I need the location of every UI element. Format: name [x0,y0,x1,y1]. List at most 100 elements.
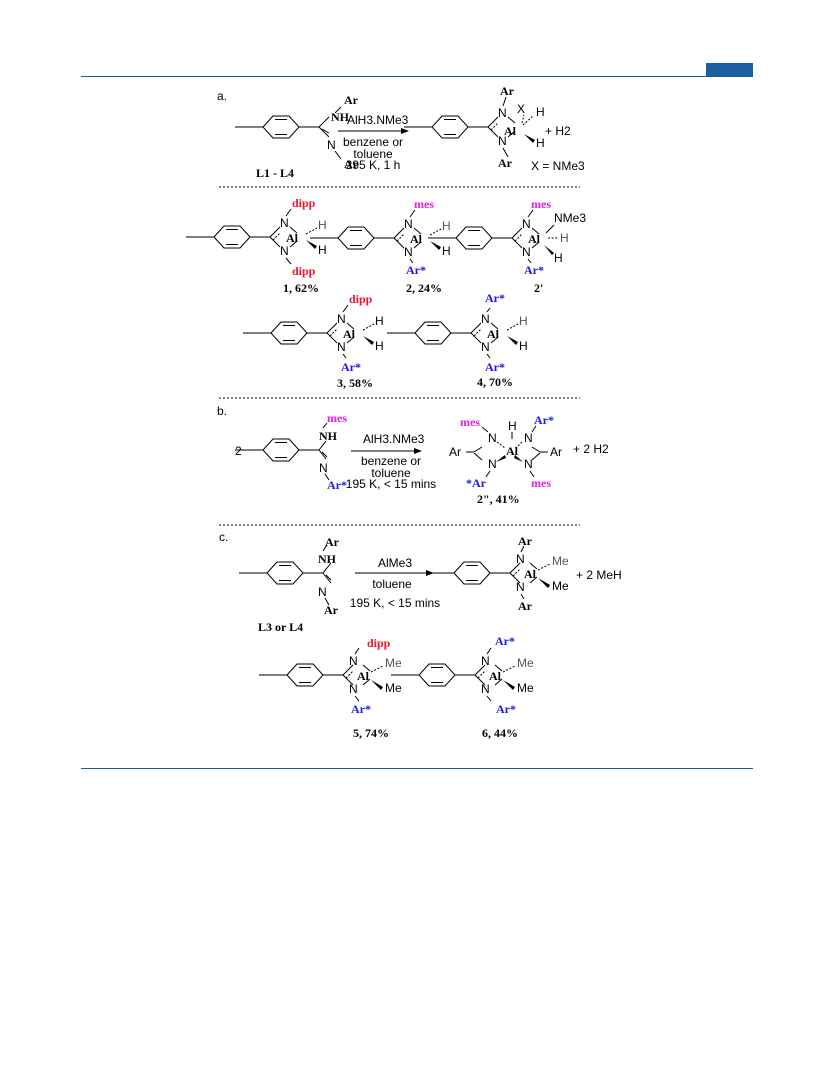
svg-text:Me: Me [385,681,402,695]
svg-text:H: H [318,218,327,232]
svg-text:N: N [516,580,525,594]
svg-text:Al: Al [286,231,299,245]
svg-text:Ar*: Ar* [406,263,426,277]
svg-text:H: H [536,136,545,150]
svg-text:N: N [404,245,413,259]
byproduct-a: + H2 [545,124,571,138]
ligand-label-a: L1 - L4 [256,166,294,180]
svg-text:Me: Me [385,656,402,670]
svg-text:Al: Al [506,444,519,458]
svg-text:N: N [280,244,289,258]
svg-text:N: N [481,312,490,326]
product-3: N N dipp Ar* Al H H [242,292,384,374]
svg-text:Ar*: Ar* [485,291,505,305]
svg-text:Ar: Ar [324,603,339,617]
product-1-label: 1, 62% [283,281,319,295]
stoich-b: 2 [235,444,242,458]
svg-text:Ar: Ar [518,534,533,548]
product-2-label: 2, 24% [406,281,442,295]
svg-text:Me: Me [517,656,534,670]
svg-text:Ar: Ar [449,445,461,459]
reagent-b: AlH3.NMe3 [363,432,425,446]
svg-text:N: N [481,654,490,668]
product-2-double-prime: Al H N N Ar mes *Ar N N Ar Ar* mes [449,413,562,490]
svg-text:Ar*: Ar* [524,263,544,277]
svg-text:Ar*: Ar* [496,702,516,716]
svg-text:H: H [560,231,569,245]
svg-text:Me: Me [552,554,569,568]
svg-text:Ar: Ar [550,445,562,459]
product-1: N N dipp dipp Al H H [185,196,327,278]
byproduct-c: + 2 MeH [576,568,622,582]
svg-text:Al: Al [489,669,502,683]
svg-text:N: N [318,585,327,599]
svg-text:Ar*: Ar* [485,360,505,374]
svg-text:Al: Al [357,669,370,683]
svg-text:dipp: dipp [367,636,391,650]
reagent-a: AlH3.NMe3 [347,113,409,127]
byproduct-b: + 2 H2 [573,442,609,456]
svg-text:dipp: dipp [292,196,316,210]
svg-text:Ar: Ar [344,93,359,107]
svg-text:N: N [337,340,346,354]
svg-text:N: N [327,138,336,152]
product-5: N N dipp Ar* Al Me Me [258,636,402,716]
svg-text:N: N [319,461,328,475]
svg-text:N: N [522,217,531,231]
product-4: N N Ar* Ar* Al H H [386,291,528,374]
product-5-label: 5, 74% [353,726,389,740]
solvent-b-1: benzene or [361,454,421,468]
product-6-label: 6, 44% [482,726,518,740]
panel-label-a: a. [217,89,227,103]
svg-text:Ar: Ar [518,599,533,613]
panel-label-b: b. [217,404,227,418]
svg-text:Me: Me [517,681,534,695]
svg-text:H: H [442,219,451,233]
svg-text:Ar*: Ar* [327,478,347,492]
svg-text:mes: mes [531,476,551,490]
svg-text:Al: Al [524,567,537,581]
product-c-general: N N Ar Ar Al Me Me [425,534,569,613]
svg-text:NMe3: NMe3 [554,211,586,225]
svg-text:mes: mes [327,411,347,425]
conditions-a: 295 K, 1 h [346,158,401,172]
product-3-label: 3, 58% [337,376,373,390]
svg-text:Al: Al [343,327,356,341]
ligand-a: NH Ar N Ar [234,93,359,171]
svg-text:N: N [349,654,358,668]
conditions-b: 195 K, < 15 mins [346,477,436,491]
svg-text:N: N [488,457,497,471]
svg-text:*Ar: *Ar [466,476,487,490]
svg-text:N: N [404,217,413,231]
svg-text:Ar*: Ar* [534,413,554,427]
reagent-c: AlMe3 [378,556,412,570]
svg-text:NH: NH [331,110,350,124]
svg-text:Ar: Ar [344,157,359,171]
header-accent-block [706,63,753,77]
svg-text:NH: NH [318,552,337,566]
ligand-b: NH 2", 41% mes N Ar* [234,411,347,492]
svg-text:H: H [519,314,528,328]
svg-text:N: N [524,431,533,445]
product-a-general: N N Ar Ar Al H X H [403,84,545,170]
solvent-a-2: toluene [353,147,393,161]
svg-text:N: N [481,340,490,354]
product-2-double-prime-label: 2", 41% [477,492,520,506]
svg-text:mes: mes [414,197,434,211]
panel-label-c: c. [219,530,228,544]
solvent-b-2: toluene [371,466,411,480]
svg-text:mes: mes [460,415,480,429]
svg-text:Al: Al [528,232,541,246]
conditions-c: 195 K, < 15 mins [350,596,440,610]
svg-text:N: N [498,134,507,148]
svg-text:Ar: Ar [325,535,340,549]
svg-text:N: N [522,245,531,259]
svg-text:H: H [508,419,517,433]
svg-text:N: N [280,216,289,230]
svg-text:dipp: dipp [349,292,373,306]
svg-text:Ar*: Ar* [495,634,515,648]
svg-text:H: H [519,339,528,353]
svg-text:Ar*: Ar* [351,702,371,716]
svg-text:Me: Me [552,579,569,593]
ligand-c: NH Ar N Ar [238,535,340,617]
